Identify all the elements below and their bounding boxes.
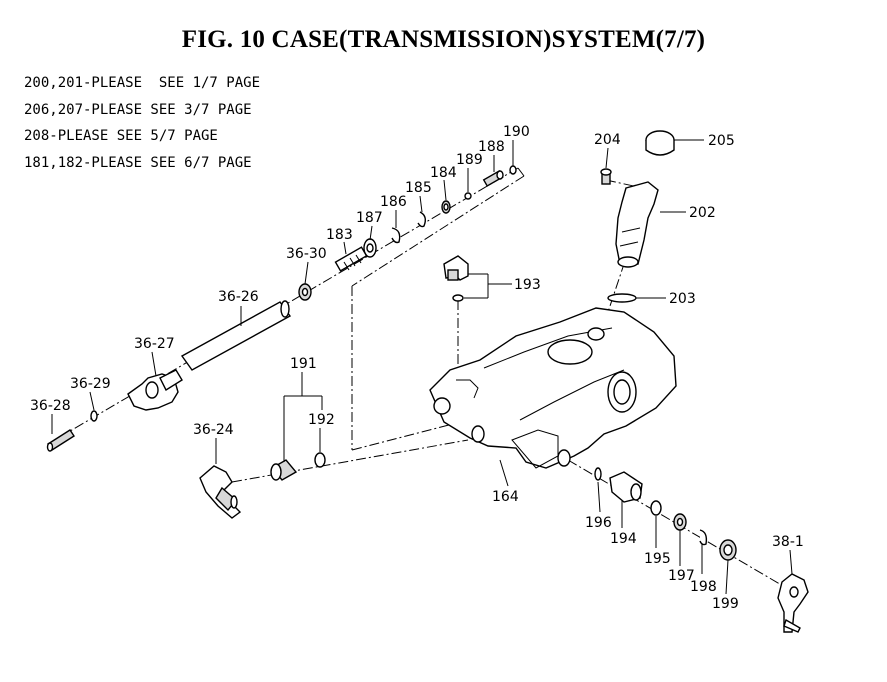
label-198: 198 bbox=[690, 579, 717, 595]
part-205-cap bbox=[645, 130, 675, 156]
part-164-transmission-case bbox=[429, 307, 677, 469]
leader-lines bbox=[51, 139, 793, 595]
part-36-27-knob bbox=[127, 369, 183, 411]
part-195-o-ring bbox=[650, 500, 662, 516]
part-36-24-elbow-fitting bbox=[199, 465, 242, 519]
label-191: 191 bbox=[290, 356, 317, 372]
label-194: 194 bbox=[610, 531, 637, 547]
label-36-26: 36-26 bbox=[218, 289, 259, 305]
part-183-valve-spool bbox=[334, 246, 368, 272]
label-36-28: 36-28 bbox=[30, 398, 71, 414]
part-38-1-lever bbox=[777, 573, 809, 633]
part-197-washer bbox=[673, 513, 687, 531]
part-191-adapter bbox=[270, 459, 298, 481]
label-36-24: 36-24 bbox=[193, 422, 234, 438]
label-196: 196 bbox=[585, 515, 612, 531]
label-187: 187 bbox=[356, 210, 383, 226]
label-36-30: 36-30 bbox=[286, 246, 327, 262]
part-36-30-nut bbox=[298, 283, 312, 301]
label-38-1: 38-1 bbox=[772, 534, 804, 550]
figure-title: FIG. 10 CASE(TRANSMISSION)SYSTEM(7/7) bbox=[181, 26, 706, 53]
part-194-shaft bbox=[609, 471, 643, 503]
part-36-26-rod bbox=[180, 300, 292, 371]
label-184: 184 bbox=[430, 165, 457, 181]
part-36-29-washer bbox=[90, 410, 98, 422]
label-186: 186 bbox=[380, 194, 407, 210]
part-193-elbow-fitting bbox=[443, 255, 469, 302]
label-199: 199 bbox=[712, 596, 739, 612]
label-36-29: 36-29 bbox=[70, 376, 111, 392]
label-183: 183 bbox=[326, 227, 353, 243]
part-number-labels: 190 188 189 184 185 186 187 183 36-30 36… bbox=[30, 124, 804, 612]
label-164: 164 bbox=[492, 489, 519, 505]
part-199-bushing bbox=[719, 539, 737, 561]
label-203: 203 bbox=[669, 291, 696, 307]
reference-notes: 200,201-PLEASE SEE 1/7 PAGE 206,207-PLEA… bbox=[24, 70, 260, 176]
part-198-snap-ring bbox=[699, 529, 708, 546]
part-185-snap-ring bbox=[417, 211, 427, 228]
label-190: 190 bbox=[503, 124, 530, 140]
note-line: 206,207-PLEASE SEE 3/7 PAGE bbox=[24, 101, 252, 118]
label-192: 192 bbox=[308, 412, 335, 428]
label-204: 204 bbox=[594, 132, 621, 148]
label-193: 193 bbox=[514, 277, 541, 293]
part-36-28-screw bbox=[46, 429, 75, 452]
label-188: 188 bbox=[478, 139, 505, 155]
note-line: 200,201-PLEASE SEE 1/7 PAGE bbox=[24, 75, 261, 91]
label-36-27: 36-27 bbox=[134, 336, 175, 352]
part-203-o-ring bbox=[607, 293, 637, 303]
part-188-plug bbox=[482, 169, 504, 187]
label-185: 185 bbox=[405, 180, 432, 196]
part-202-bracket-pipe bbox=[615, 181, 659, 268]
part-204-bolt bbox=[600, 168, 612, 185]
part-190-pin bbox=[509, 165, 517, 175]
label-202: 202 bbox=[689, 205, 716, 221]
part-186-snap-ring bbox=[391, 227, 401, 244]
part-189-ball bbox=[464, 192, 472, 200]
label-189: 189 bbox=[456, 152, 483, 168]
label-197: 197 bbox=[668, 568, 695, 584]
label-205: 205 bbox=[708, 133, 735, 149]
label-195: 195 bbox=[644, 551, 671, 567]
part-184-collar bbox=[441, 200, 451, 214]
note-line: 208-PLEASE SEE 5/7 PAGE bbox=[24, 128, 218, 144]
part-192-o-ring bbox=[314, 452, 326, 468]
note-line: 181,182-PLEASE SEE 6/7 PAGE bbox=[24, 154, 252, 171]
part-196-o-ring bbox=[594, 467, 602, 481]
